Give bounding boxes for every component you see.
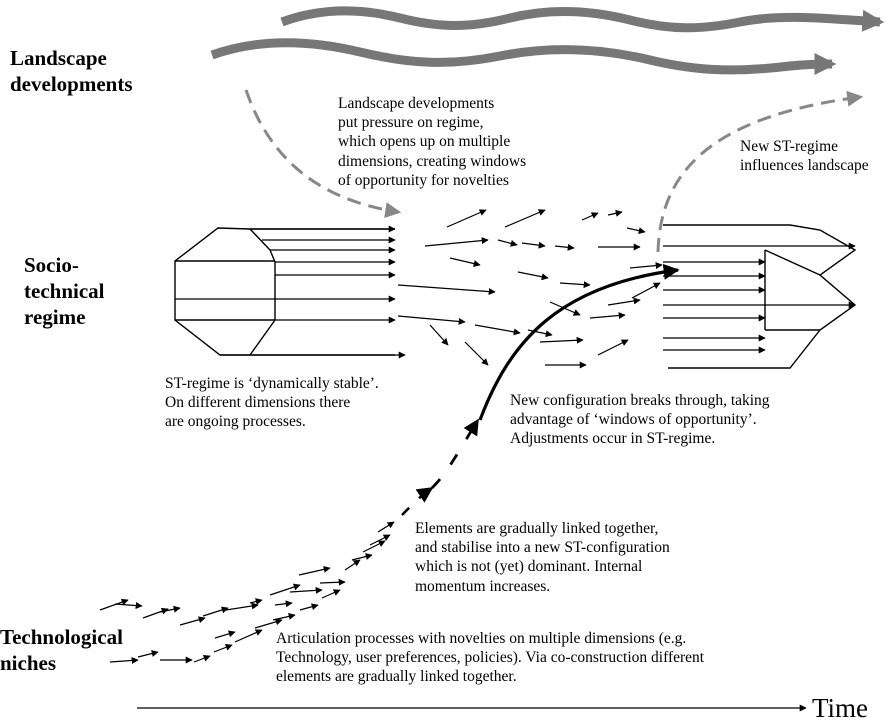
dashed-arrow-regime-to-landscape — [656, 90, 864, 253]
level-label-landscape: Landscape developments — [10, 46, 133, 96]
annotation-landscape-pressure: Landscape developments put pressure on r… — [338, 95, 527, 189]
st-regime-lines-left — [175, 225, 406, 359]
landscape-wave-arrow-bottom — [210, 38, 837, 76]
dashed-arrow-landscape-to-regime — [244, 89, 402, 218]
breakthrough-curve — [401, 263, 680, 516]
annotation-new-regime: New ST-regime influences landscape — [740, 138, 869, 175]
time-axis-label: Time — [812, 693, 869, 723]
level-label-regime: Socio- technical regime — [24, 253, 105, 329]
niche-arrows — [99, 521, 395, 664]
annotation-articulation: Articulation processes with novelties on… — [276, 630, 705, 686]
scattered-regime-arrows — [397, 209, 663, 369]
annotation-regime-stable: ST-regime is ‘dynamically stable’. On di… — [165, 375, 379, 431]
landscape-wave-arrow-top — [280, 6, 885, 33]
level-label-niches: Technological niches — [0, 625, 123, 675]
annotation-linked: Elements are gradually linked together, … — [415, 520, 670, 595]
st-regime-lines-right — [663, 242, 856, 354]
annotation-breakthrough: New configuration breaks through, taking… — [510, 392, 770, 448]
st-regime-hexagon-left — [174, 227, 395, 356]
